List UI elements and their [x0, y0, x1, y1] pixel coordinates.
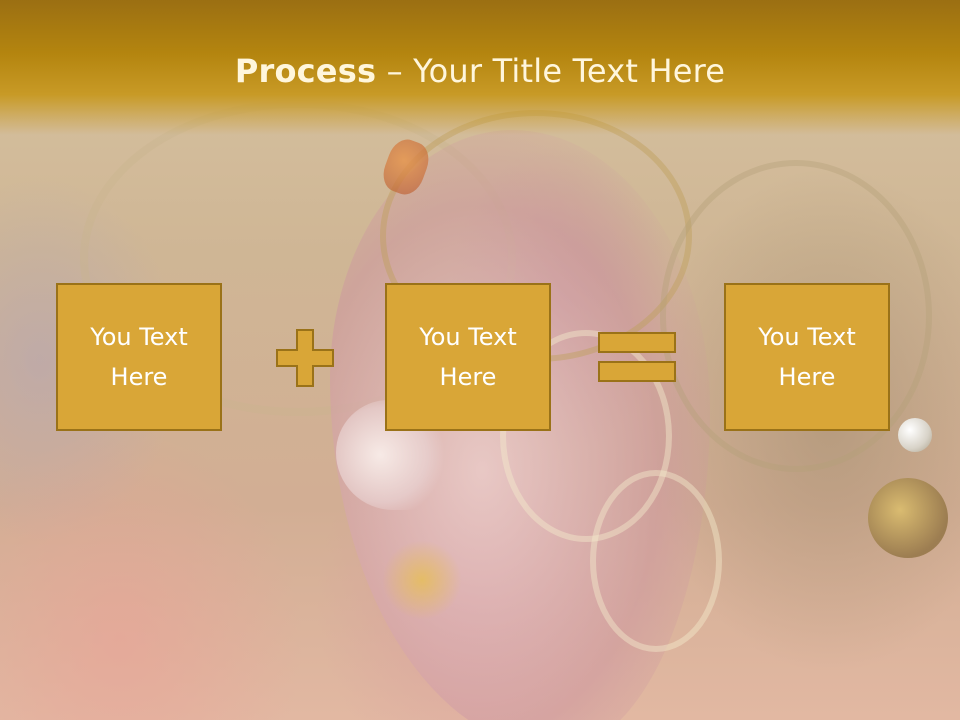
- mask-swirl-lower: [590, 470, 722, 652]
- title-text: Your Title Text Here: [413, 52, 726, 90]
- box-line-1: You Text: [90, 323, 188, 351]
- mask-lips: [382, 540, 462, 620]
- process-box-2[interactable]: You Text Here: [385, 283, 551, 431]
- process-box-text: You Text Here: [398, 317, 538, 397]
- process-box-1[interactable]: You Text Here: [56, 283, 222, 431]
- box-line-1: You Text: [419, 323, 517, 351]
- box-line-2: Here: [110, 363, 168, 391]
- mask-swirl: [500, 330, 672, 542]
- equals-icon: [598, 332, 676, 382]
- pearl: [898, 418, 932, 452]
- process-box-3[interactable]: You Text Here: [724, 283, 890, 431]
- headdress-ornament: [660, 160, 932, 472]
- box-line-1: You Text: [758, 323, 856, 351]
- title-separator: –: [376, 52, 414, 90]
- plus-icon: [276, 329, 334, 387]
- box-line-2: Here: [439, 363, 497, 391]
- process-box-text: You Text Here: [737, 317, 877, 397]
- box-line-2: Here: [778, 363, 836, 391]
- slide-title: Process – Your Title Text Here: [0, 52, 960, 90]
- title-banner: [0, 0, 960, 135]
- title-bold: Process: [234, 52, 377, 90]
- gold-bell: [868, 478, 948, 558]
- process-box-text: You Text Here: [69, 317, 209, 397]
